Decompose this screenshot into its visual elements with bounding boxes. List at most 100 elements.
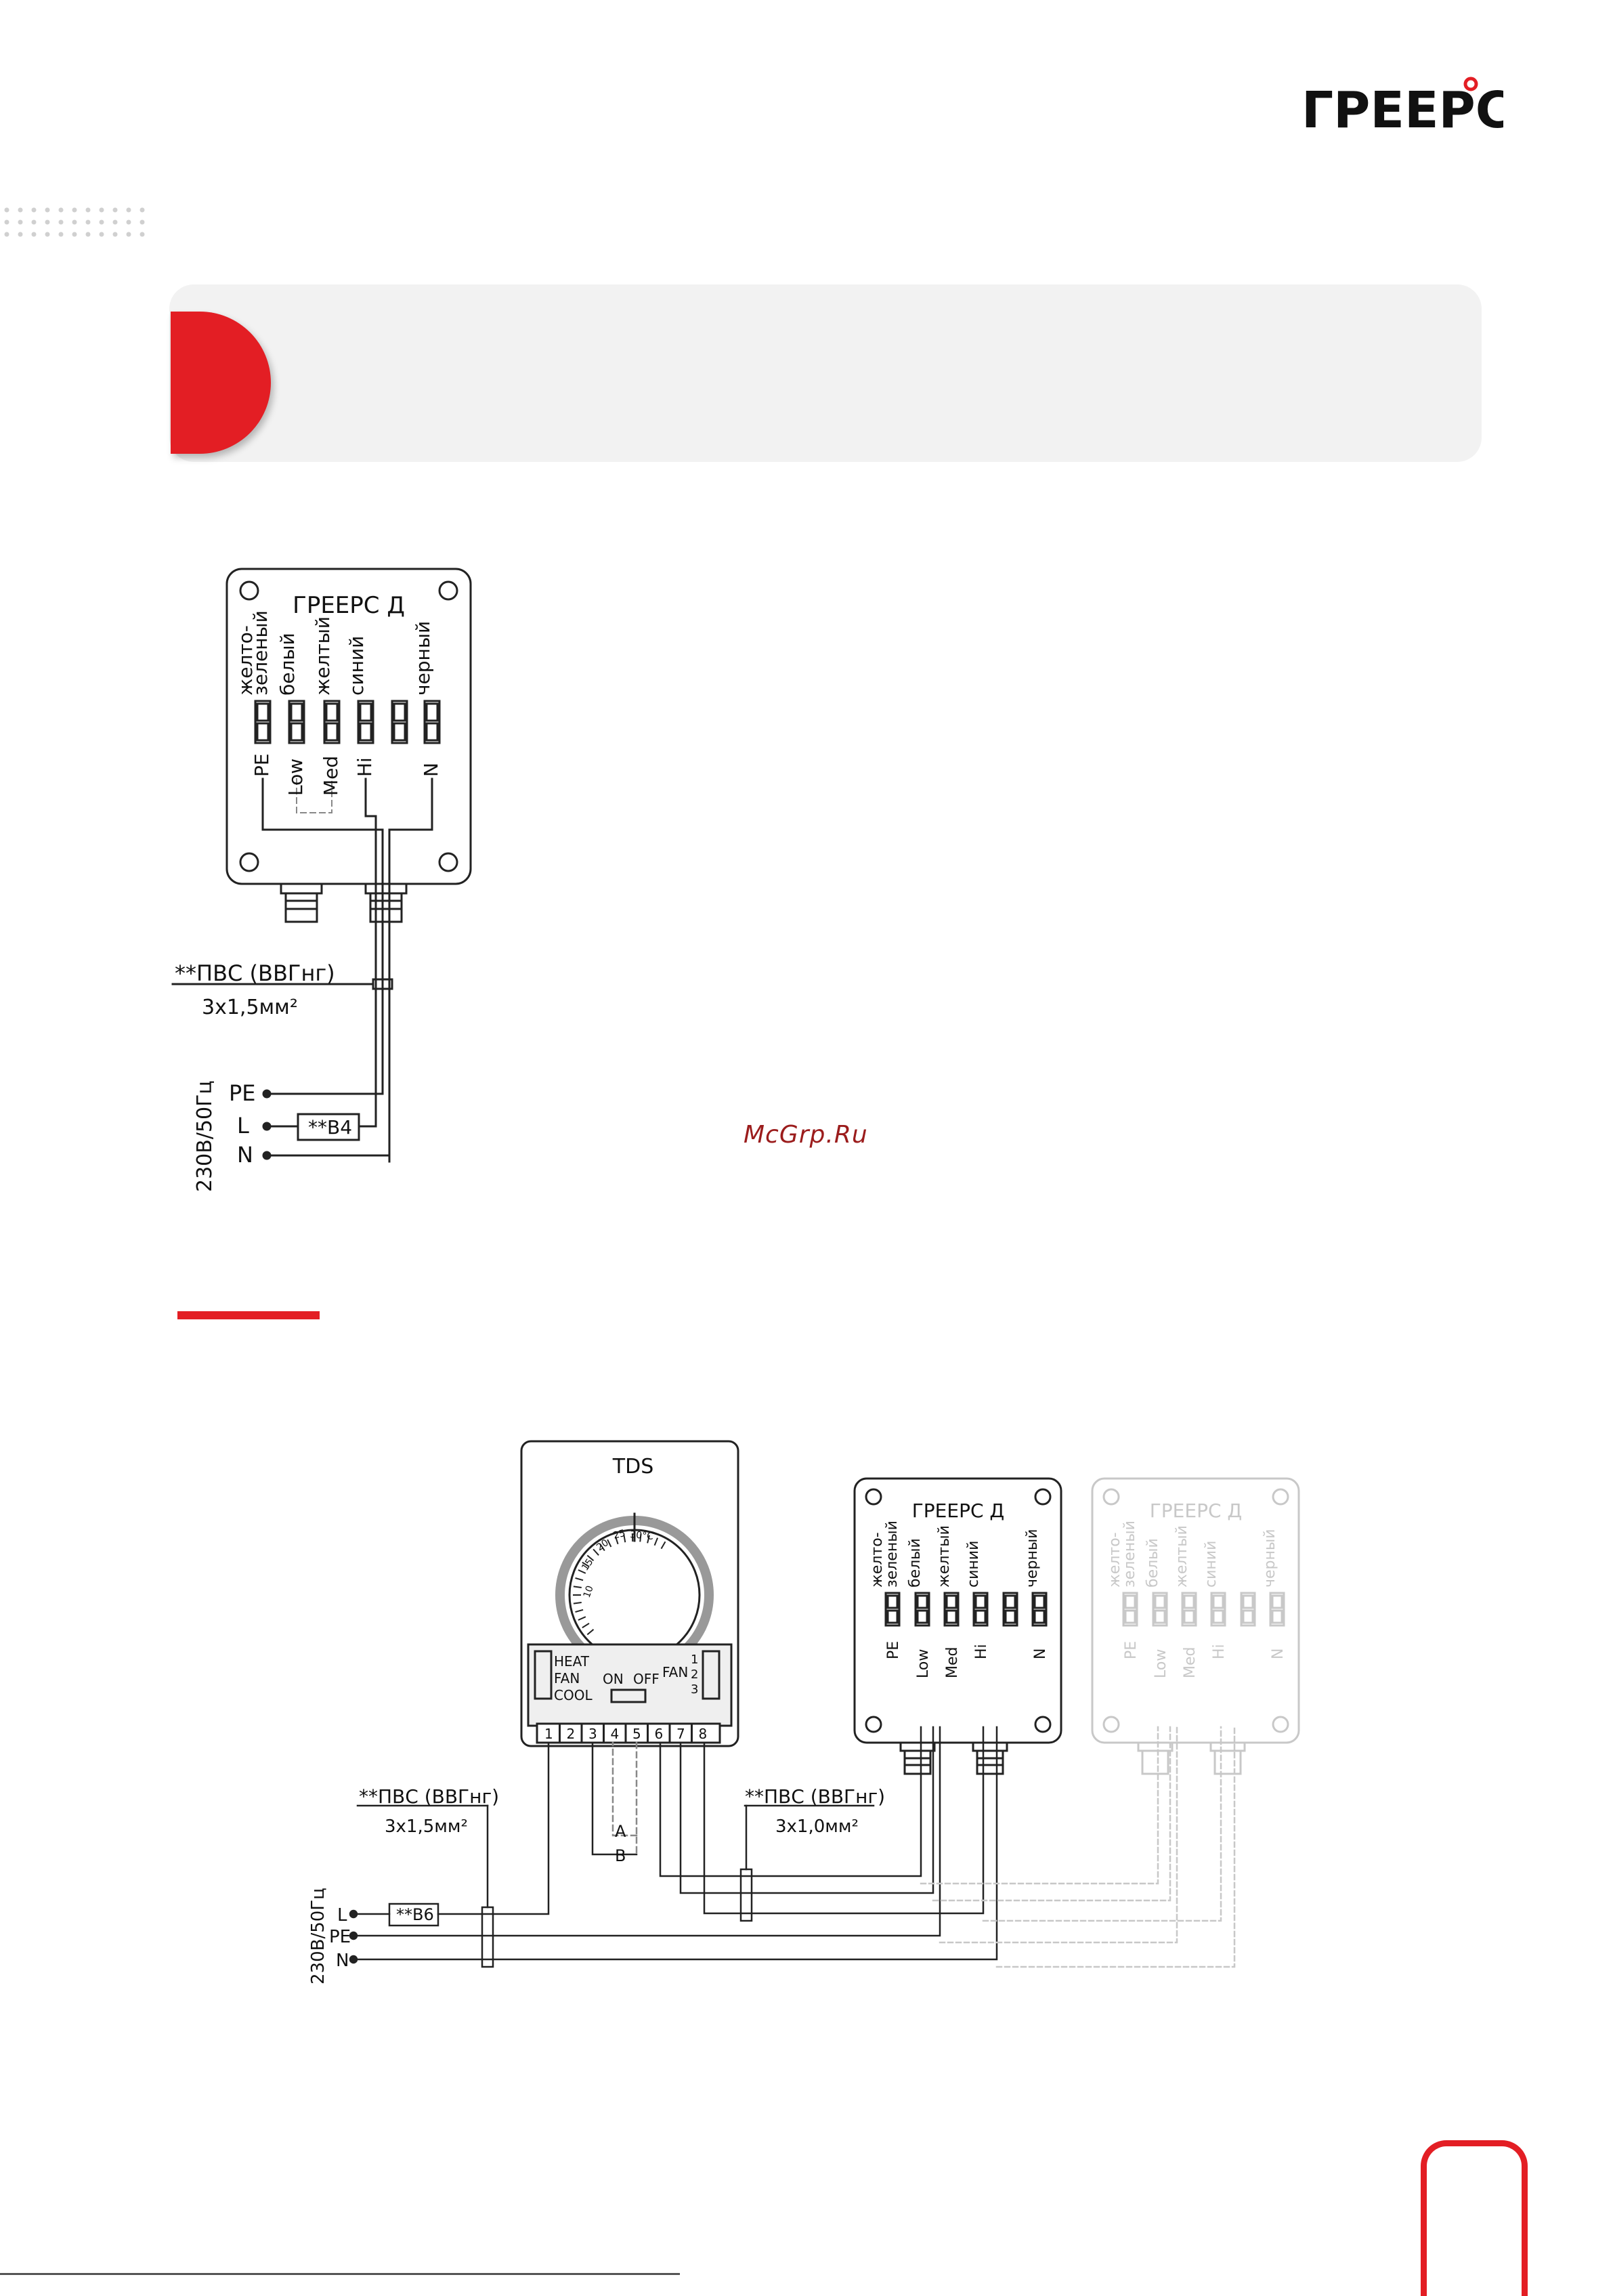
breaker-b6-label: **B6	[396, 1905, 434, 1924]
terminal-label: Hi	[973, 1644, 990, 1659]
terminal-label: N	[420, 763, 442, 777]
terminal-screw	[1272, 1611, 1282, 1623]
terminal-screw	[1125, 1611, 1135, 1623]
terminal-screw	[360, 723, 371, 740]
terminal-screw	[1155, 1596, 1165, 1608]
terminal-label: Hi	[353, 757, 376, 777]
screw-hole	[439, 853, 457, 871]
dial-tick	[588, 1630, 593, 1634]
fan-speed: 3	[691, 1682, 698, 1697]
supply-l-label: L	[337, 1905, 347, 1926]
supply-l-line-2	[359, 1094, 376, 1126]
wire-color-label: зеленый	[884, 1521, 901, 1588]
terminal-label: PE	[885, 1641, 902, 1659]
terminal-screw	[291, 704, 302, 721]
dial-tick	[576, 1610, 582, 1612]
junction-box-2-terminals	[886, 1593, 1046, 1625]
mode-fan: FAN	[554, 1670, 580, 1686]
cable2-spec: 3х1,0мм²	[775, 1816, 859, 1837]
fan-speed: 1	[691, 1653, 698, 1667]
terminal-screw	[1184, 1596, 1194, 1608]
cable-label: **ПВС (ВВГнг)	[175, 960, 335, 986]
terminal-screw	[1006, 1611, 1015, 1623]
dial-tick	[579, 1570, 585, 1573]
terminal-screw	[918, 1596, 927, 1608]
terminal-label: Hi	[1211, 1644, 1228, 1659]
terminal-screw	[1213, 1611, 1223, 1623]
supply-node	[263, 1090, 270, 1097]
terminal-screw	[427, 704, 437, 721]
terminal-screw	[1035, 1611, 1044, 1623]
cable-spec: 3х1,5мм²	[202, 996, 298, 1019]
wire-color-label: зеленый	[249, 610, 272, 696]
breaker-label: **B4	[308, 1116, 352, 1139]
terminal-screw	[360, 704, 371, 721]
terminal-number: 1	[544, 1726, 553, 1742]
diagram-2-wiring	[350, 1727, 997, 1967]
junction-box-2-labels: ГРЕЕРС Д	[912, 1500, 1005, 1522]
terminal-screw	[947, 1596, 956, 1608]
box-3-title: ГРЕЕРС Д	[1150, 1500, 1243, 1522]
terminal-number: 3	[588, 1726, 597, 1742]
terminal-screw	[257, 723, 268, 740]
wire-color-label: черный	[412, 621, 434, 696]
footer-rule	[0, 2273, 680, 2275]
terminal-screw	[976, 1611, 985, 1623]
cable1-spec: 3х1,5мм²	[385, 1816, 468, 1837]
wire-color-label: синий	[345, 636, 368, 696]
thermostat-title: TDS	[612, 1455, 653, 1479]
terminal-screw	[326, 723, 337, 740]
supply-l-label: L	[237, 1113, 249, 1139]
terminal-screw	[1184, 1611, 1194, 1623]
wire-color-label: зеленый	[1121, 1521, 1138, 1588]
gland-left	[901, 1743, 934, 1774]
dial-tick	[662, 1542, 665, 1548]
cable-gland-right	[366, 884, 406, 922]
wire-color-label: белый	[1144, 1538, 1161, 1588]
wire-color-label: синий	[965, 1541, 982, 1588]
terminal-screw	[888, 1596, 897, 1608]
terminal-screw	[1243, 1611, 1253, 1623]
supply-node	[263, 1123, 270, 1130]
terminal-screw	[1125, 1596, 1135, 1608]
wire-color-label: синий	[1203, 1541, 1220, 1588]
supply-pe-label: PE	[329, 1927, 351, 1947]
wire-color-label: желтый	[936, 1525, 953, 1588]
wire-color-label: белый	[276, 633, 299, 696]
terminal-screw	[257, 704, 268, 721]
wire-color-label: белый	[907, 1538, 924, 1588]
terminal-label: PE	[251, 753, 273, 777]
terminal-label: N	[1270, 1649, 1287, 1659]
n-line	[358, 1727, 997, 1959]
wire-pe	[263, 779, 383, 941]
terminal-screw	[888, 1611, 897, 1623]
terminal-screw	[947, 1611, 956, 1623]
terminal-screw	[1243, 1596, 1253, 1608]
supply-voltage-label-2: 230В/50Гц	[308, 1888, 328, 1984]
terminal-label: Low	[284, 759, 307, 796]
terminal-label: N	[1032, 1649, 1049, 1659]
cable1-label: **ПВС (ВВГнг)	[359, 1785, 499, 1808]
dial-tick	[574, 1602, 581, 1603]
watermark: McGrp.Ru	[744, 1121, 868, 1149]
terminal-number: 7	[676, 1726, 685, 1742]
screw-hole	[240, 582, 258, 599]
gland-right	[973, 1743, 1007, 1774]
dial-mark: 10	[582, 1584, 596, 1599]
wire-color-label: черный	[1024, 1529, 1041, 1588]
terminal-screw	[427, 723, 437, 740]
dial-tick	[655, 1539, 658, 1545]
terminal-screw	[976, 1596, 985, 1608]
wire-color-label: черный	[1262, 1529, 1278, 1588]
terminal-label: PE	[1123, 1641, 1140, 1659]
power-on: ON	[603, 1671, 624, 1687]
cable2-label: **ПВС (ВВГнг)	[745, 1785, 885, 1808]
terminal-number: 5	[632, 1726, 641, 1742]
dial-mark: 30°C	[630, 1529, 654, 1542]
screw-hole	[240, 853, 258, 871]
box-2-title: ГРЕЕРС Д	[912, 1500, 1005, 1522]
box-title: ГРЕЕРС Д	[293, 592, 405, 619]
terminal-7-wire	[681, 1727, 933, 1893]
terminal-block-row	[255, 701, 439, 743]
screw-hole	[439, 582, 457, 599]
